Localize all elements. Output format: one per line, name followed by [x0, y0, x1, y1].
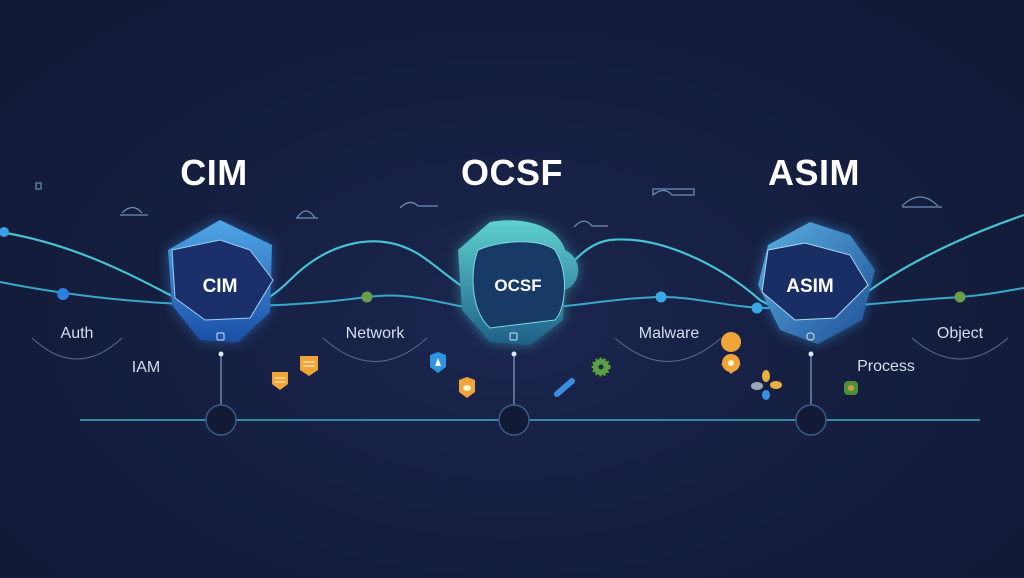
arc-object	[911, 337, 1009, 360]
bag-icon	[844, 381, 858, 395]
pill-icon	[554, 378, 575, 397]
node-dot	[751, 302, 763, 314]
category-process: Process	[857, 358, 915, 375]
node-dot	[57, 288, 69, 300]
hex-node-cim[interactable]: CIM	[202, 276, 238, 297]
arc-auth	[31, 337, 123, 360]
connector-ocsf	[498, 351, 530, 436]
category-object: Object	[936, 325, 984, 342]
hex-node-ocsf[interactable]: OCSF	[494, 276, 542, 295]
node-dot	[954, 291, 966, 303]
connector-asim	[795, 351, 827, 436]
hex-node-asim[interactable]: ASIM	[786, 276, 834, 297]
connector-cim	[205, 351, 237, 436]
node-dot	[361, 291, 373, 303]
cloud-outline-icon	[35, 182, 942, 228]
hex-node-ocsf-shape	[458, 220, 579, 345]
category-malware: Malware	[638, 325, 700, 342]
arc-malware	[614, 337, 722, 362]
category-iam: IAM	[131, 359, 161, 376]
user-icon	[806, 332, 815, 341]
cloud-badge-icon	[459, 377, 475, 398]
hex-node-cim-shape	[168, 220, 274, 342]
node-dot	[0, 227, 9, 237]
lock-icon	[216, 332, 225, 341]
title-asim: ASIM	[768, 152, 860, 193]
location-pin-icon	[721, 332, 742, 374]
alert-shield-icon	[430, 352, 446, 373]
title-cim: CIM	[180, 152, 248, 193]
shield-icon	[300, 356, 318, 376]
gear-icon	[591, 357, 611, 377]
shield-icon	[272, 372, 288, 390]
title-ocsf: OCSF	[460, 152, 564, 193]
network-cluster-icon	[751, 370, 782, 400]
node-dot	[655, 291, 667, 303]
hex-node-asim-shape	[758, 222, 875, 344]
category-auth: Auth	[60, 325, 94, 342]
category-network: Network	[345, 325, 405, 342]
lock-icon	[509, 332, 518, 341]
arc-network	[322, 337, 428, 362]
